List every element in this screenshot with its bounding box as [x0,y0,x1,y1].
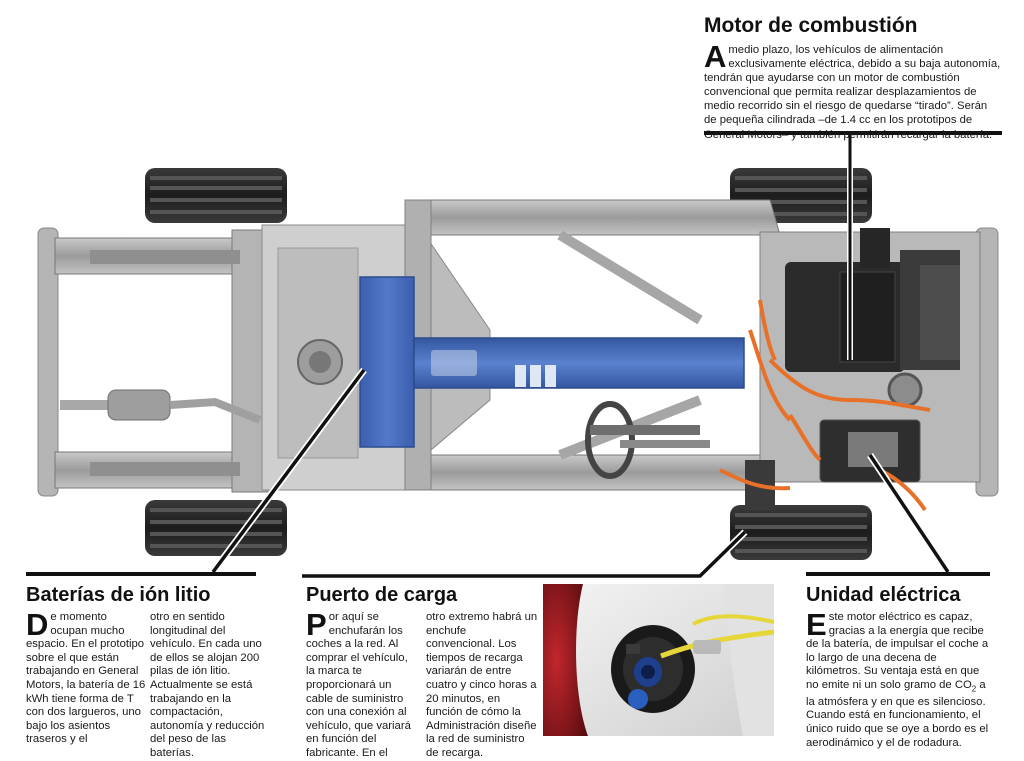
unidad-rule [806,572,990,576]
callout-baterias [210,367,367,575]
unidad-title: Unidad eléctrica [806,584,961,606]
battery-pack [359,276,745,448]
puerto-col2-text: otro extremo habrá un enchufe convencion… [426,611,538,759]
unidad-body-2: a la atmósfera y en que es silencioso. C… [806,678,989,749]
unidad-co2-subscript: 2 [971,684,977,694]
puerto-col2: otro extremo habrá un enchufe convencion… [426,611,538,761]
front-right-wheel [730,505,872,560]
unidad-body-1: ste motor eléctrico es capaz, gracias a … [806,611,989,691]
puerto-title: Puerto de carga [306,584,458,606]
steering-rack [585,401,710,479]
unidad-dropcap: E [806,607,827,642]
baterias-dropcap: D [26,607,49,642]
charging-port-photo [543,584,774,736]
motor-title: Motor de combustión [704,14,918,37]
muffler [60,389,262,424]
callout-unidad [867,453,951,574]
high-voltage-cables [719,299,931,512]
front-engine-bay [745,228,981,510]
baterias-rule [26,572,256,576]
callout-puerto [302,529,748,580]
motor-body: medio plazo, los vehículos de alimentaci… [704,44,1001,141]
callout-motor [704,131,1002,360]
baterias-col2-text: otro en sentido longitudinal del vehícul… [150,611,265,759]
rear-right-wheel [145,500,287,556]
rear-left-wheel [145,168,287,223]
baterias-title: Baterías de ión litio [26,584,211,606]
puerto-dropcap: P [306,607,327,642]
baterias-col2: otro en sentido longitudinal del vehícul… [150,611,268,761]
motor-dropcap: A [704,39,727,74]
baterias-col1-text: e momento ocupan mucho espacio. En el pr… [26,611,146,746]
